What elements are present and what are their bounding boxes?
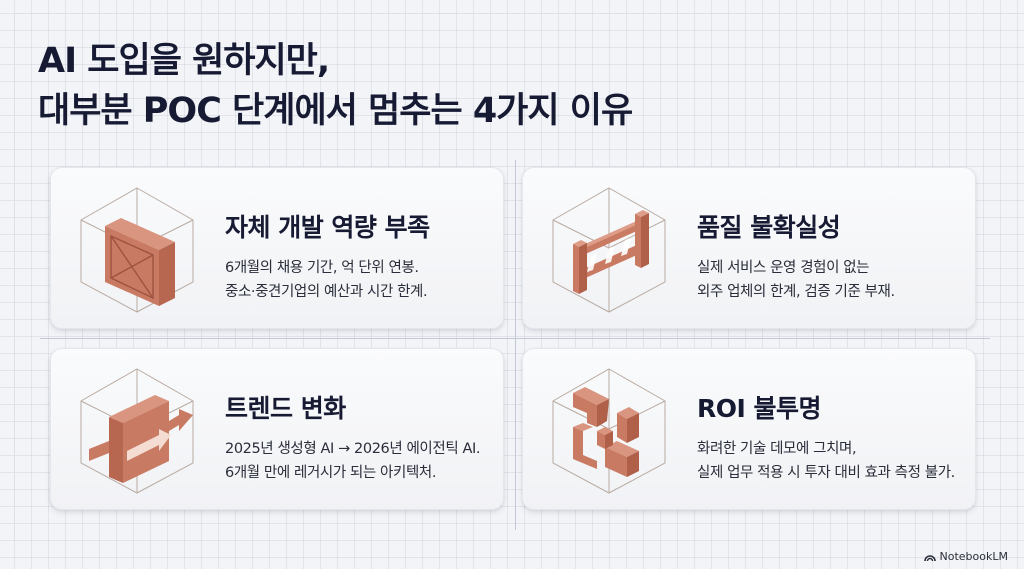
arrow-through-block-icon — [80, 368, 194, 494]
fragmented-blocks-icon — [552, 368, 666, 494]
card-heading: 트렌드 변화 — [225, 394, 346, 423]
card-description: 화려한 기술 데모에 그치며, 실제 업무 적용 시 투자 대비 효과 측정 불… — [697, 437, 955, 485]
reason-card-capability: 자체 개발 역량 부족 6개월의 채용 기간, 억 단위 연봉. 중소·중견기업… — [50, 167, 504, 329]
divider-horizontal — [40, 338, 990, 339]
crossed-block-icon — [80, 187, 194, 313]
reason-card-trend: 트렌드 변화 2025년 생성형 AI → 2026년 에이전틱 AI. 6개월… — [50, 348, 504, 510]
notebooklm-logo-icon — [923, 554, 936, 561]
brand-name: NotebookLM — [939, 550, 1008, 563]
card-description-line-1: 6개월의 채용 기간, 억 단위 연봉. — [225, 260, 419, 276]
reason-card-quality: 품질 불확실성 실제 서비스 운영 경험이 없는 외주 업체의 한계, 검증 기… — [522, 167, 976, 329]
card-heading: 자체 개발 역량 부족 — [225, 213, 430, 242]
card-description-line-1: 화려한 기술 데모에 그치며, — [697, 441, 857, 457]
card-description-line-1: 2025년 생성형 AI → 2026년 에이전틱 AI. — [225, 441, 481, 457]
page-title-line-2: 대부분 POC 단계에서 멈추는 4가지 이유 — [38, 91, 633, 131]
card-description: 실제 서비스 운영 경험이 없는 외주 업체의 한계, 검증 기준 부재. — [697, 256, 895, 304]
card-description-line-1: 실제 서비스 운영 경험이 없는 — [697, 260, 870, 276]
divider-vertical — [515, 160, 516, 530]
reason-card-roi: ROI 불투명 화려한 기술 데모에 그치며, 실제 업무 적용 시 투자 대비… — [522, 348, 976, 510]
page-title: AI 도입을 원하지만, 대부분 POC 단계에서 멈추는 4가지 이유 — [38, 36, 633, 136]
card-description-line-2: 실제 업무 적용 시 투자 대비 효과 측정 불가. — [697, 465, 955, 481]
card-description-line-2: 중소·중견기업의 예산과 시간 한계. — [225, 284, 428, 300]
broken-gate-icon — [552, 187, 666, 313]
card-heading: 품질 불확실성 — [697, 213, 841, 242]
page-title-line-1: AI 도입을 원하지만, — [38, 41, 330, 81]
card-description: 2025년 생성형 AI → 2026년 에이전틱 AI. 6개월 만에 레거시… — [225, 437, 480, 485]
card-description-line-2: 6개월 만에 레거시가 되는 아키텍처. — [225, 465, 437, 481]
card-description: 6개월의 채용 기간, 억 단위 연봉. 중소·중견기업의 예산과 시간 한계. — [225, 256, 428, 304]
card-heading: ROI 불투명 — [697, 394, 822, 423]
card-description-line-2: 외주 업체의 한계, 검증 기준 부재. — [697, 284, 895, 300]
notebooklm-watermark: NotebookLM — [923, 550, 1008, 563]
